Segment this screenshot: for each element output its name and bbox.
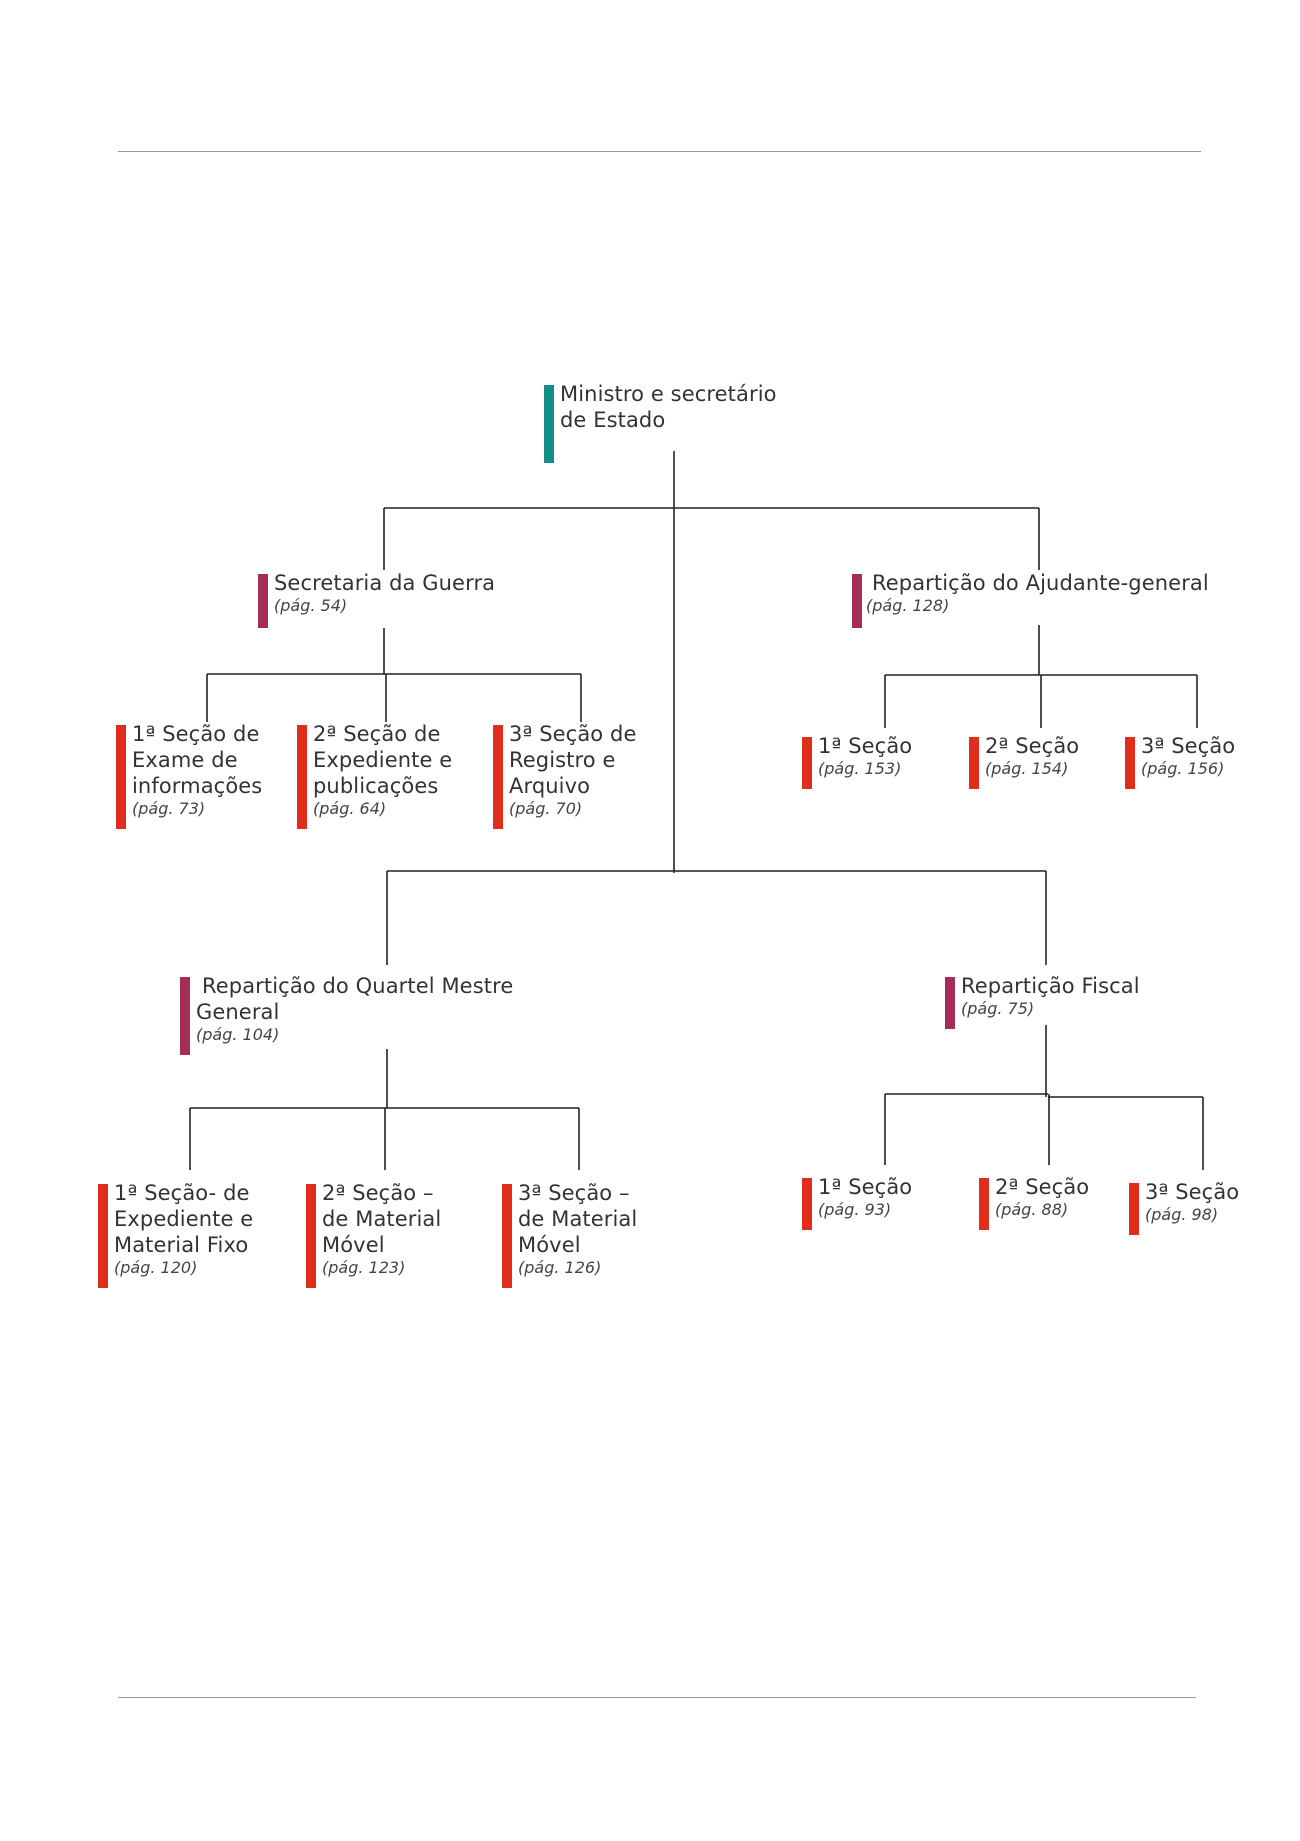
node-page-ref: (pág. 70) bbox=[509, 799, 583, 818]
node-bar bbox=[1125, 737, 1135, 789]
node-label: Móvel bbox=[518, 1233, 581, 1257]
node-label: Ministro e secretário bbox=[560, 382, 777, 406]
node-page-ref: (pág. 75) bbox=[961, 999, 1035, 1018]
node-label: 3ª Seção de bbox=[509, 722, 637, 746]
node-label: Expediente e bbox=[114, 1207, 254, 1231]
node-page-ref: (pág. 73) bbox=[132, 799, 206, 818]
node-bar bbox=[802, 1178, 812, 1230]
node-label: Registro e bbox=[509, 748, 616, 772]
node-bar bbox=[945, 977, 955, 1029]
node-label: 2ª Seção – bbox=[322, 1181, 434, 1205]
node-label: Repartição do Quartel Mestre bbox=[202, 974, 514, 998]
node-bar bbox=[493, 725, 503, 829]
node-label: 3ª Seção bbox=[1141, 734, 1236, 758]
node-page-ref: (pág. 154) bbox=[985, 759, 1069, 778]
node-page-ref: (pág. 120) bbox=[114, 1258, 198, 1277]
node-label: informações bbox=[132, 774, 263, 798]
node-page-ref: (pág. 54) bbox=[274, 596, 348, 615]
node-page-ref: (pág. 104) bbox=[196, 1025, 280, 1044]
node-label: 3ª Seção bbox=[1145, 1180, 1240, 1204]
node-label: General bbox=[196, 1000, 280, 1024]
node-bar bbox=[180, 977, 190, 1055]
node-label: de Material bbox=[518, 1207, 638, 1231]
node-label: Material Fixo bbox=[114, 1233, 249, 1257]
node-bar bbox=[258, 574, 268, 628]
node-label: publicações bbox=[313, 774, 439, 798]
node-page-ref: (pág. 156) bbox=[1141, 759, 1225, 778]
node-label: 2ª Seção bbox=[985, 734, 1080, 758]
node-label: 3ª Seção – bbox=[518, 1181, 630, 1205]
node-label: Expediente e bbox=[313, 748, 453, 772]
node-label: 2ª Seção bbox=[995, 1175, 1090, 1199]
node-page-ref: (pág. 88) bbox=[995, 1200, 1069, 1219]
node-label: Móvel bbox=[322, 1233, 385, 1257]
node-label: Arquivo bbox=[509, 774, 591, 798]
node-bar bbox=[502, 1184, 512, 1288]
node-bar bbox=[116, 725, 126, 829]
node-page-ref: (pág. 153) bbox=[818, 759, 902, 778]
node-bar bbox=[98, 1184, 108, 1288]
node-label: Secretaria da Guerra bbox=[274, 571, 496, 595]
node-label: 1ª Seção bbox=[818, 734, 913, 758]
node-label: Repartição do Ajudante-general bbox=[872, 571, 1209, 595]
node-bar bbox=[979, 1178, 989, 1230]
node-label: de Estado bbox=[560, 408, 666, 432]
node-label: 2ª Seção de bbox=[313, 722, 441, 746]
header-rule bbox=[118, 151, 1201, 152]
node-page-ref: (pág. 98) bbox=[1145, 1205, 1219, 1224]
node-bar bbox=[852, 574, 862, 628]
node-bar bbox=[1129, 1183, 1139, 1235]
node-label: Exame de bbox=[132, 748, 238, 772]
node-label: Repartição Fiscal bbox=[961, 974, 1140, 998]
node-page-ref: (pág. 93) bbox=[818, 1200, 892, 1219]
node-page-ref: (pág. 128) bbox=[866, 596, 950, 615]
node-bar bbox=[297, 725, 307, 829]
node-label: 1ª Seção bbox=[818, 1175, 913, 1199]
node-label: de Material bbox=[322, 1207, 442, 1231]
node-bar bbox=[544, 385, 554, 463]
node-bar bbox=[306, 1184, 316, 1288]
node-bar bbox=[969, 737, 979, 789]
node-page-ref: (pág. 126) bbox=[518, 1258, 602, 1277]
footer-rule bbox=[118, 1697, 1196, 1698]
node-label: 1ª Seção- de bbox=[114, 1181, 250, 1205]
node-page-ref: (pág. 64) bbox=[313, 799, 387, 818]
node-label: 1ª Seção de bbox=[132, 722, 260, 746]
node-page-ref: (pág. 123) bbox=[322, 1258, 406, 1277]
node-bar bbox=[802, 737, 812, 789]
